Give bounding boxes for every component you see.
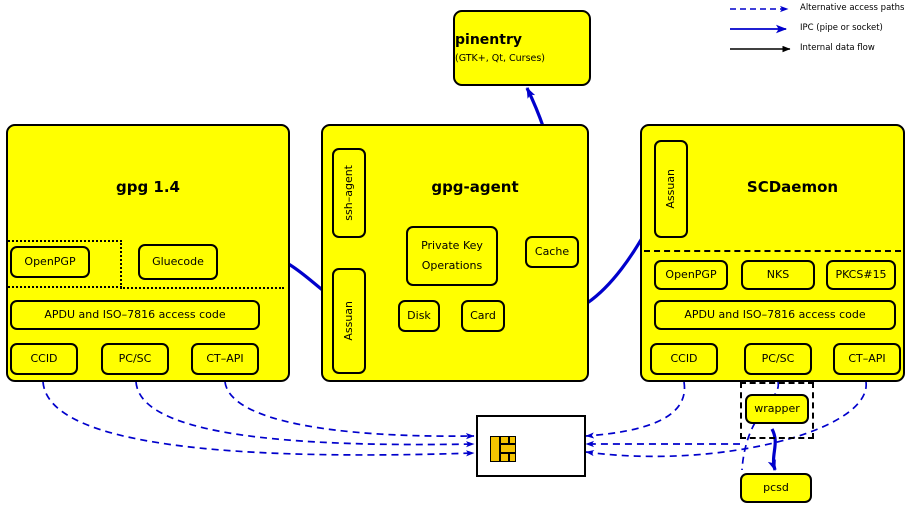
scdaemon-separator <box>644 250 901 252</box>
gpg-agent-title: gpg-agent <box>431 178 519 196</box>
gpg-card-application-region-right-edge <box>120 240 122 288</box>
gpg-agent-cache-label: Cache <box>534 245 570 259</box>
gpg-agent-card-label: Card <box>470 309 496 323</box>
gpg-openpgp-box[interactable]: OpenPGP <box>10 246 90 278</box>
pcsd-box[interactable]: pcsd <box>740 473 812 503</box>
scdaemon-apdu-box[interactable]: APDU and ISO–7816 access code <box>654 300 896 330</box>
scdaemon-app-openpgp-label: OpenPGP <box>665 268 717 282</box>
wrapper-box[interactable]: wrapper <box>745 394 809 424</box>
scdaemon-assuan-box[interactable]: Assuan <box>654 140 688 238</box>
gpg-card-application-region-top-extension <box>8 240 122 242</box>
alt-path-scd-ctapi-to-card <box>585 381 867 458</box>
alt-path-gpg-pcsc-to-card <box>135 381 475 448</box>
gpg-driver-pcsc[interactable]: PC/SC <box>101 343 169 375</box>
private-key-operations-box[interactable]: Private Key Operations <box>406 226 498 286</box>
gpg-title: gpg 1.4 <box>115 178 180 196</box>
scdaemon-app-nks-label: NKS <box>766 268 790 282</box>
gpg-driver-ccid[interactable]: CCID <box>10 343 78 375</box>
gpg-apdu-box[interactable]: APDU and ISO–7816 access code <box>10 300 260 330</box>
gpg-agent-ssh-agent-label: ssh–agent <box>342 165 356 221</box>
smartcard-chip-icon <box>490 436 516 462</box>
scdaemon-assuan-label: Assuan <box>664 169 678 209</box>
gpg-agent-cache-box[interactable]: Cache <box>525 236 579 268</box>
scdaemon-title: SCDaemon <box>746 178 839 196</box>
gpg-driver-ctapi-label: CT–API <box>206 352 244 366</box>
gpg-agent-assuan-label: Assuan <box>342 301 356 341</box>
wrapper-label: wrapper <box>754 402 800 416</box>
gpg-agent-disk-label: Disk <box>407 309 431 323</box>
scdaemon-driver-ctapi-label: CT–API <box>848 352 886 366</box>
private-key-operations-line2: Operations <box>421 259 483 272</box>
gpg-agent-ssh-agent-box[interactable]: ssh–agent <box>332 148 366 238</box>
gpg-gluecode-label: Gluecode <box>152 255 204 269</box>
gpg-agent-disk-box[interactable]: Disk <box>398 300 440 332</box>
alt-path-gpg-ccid-to-card <box>42 381 475 457</box>
scdaemon-app-pkcs15[interactable]: PKCS#15 <box>826 260 896 290</box>
private-key-operations-line1: Private Key <box>421 239 483 253</box>
wrapper-region <box>740 382 814 439</box>
pinentry-box[interactable]: pinentry (GTK+, Qt, Curses) <box>453 10 591 86</box>
smartcard[interactable] <box>476 415 586 477</box>
pcsd-label: pcsd <box>763 481 789 495</box>
alt-path-scd-ccid-to-card <box>585 381 686 439</box>
gpg-gluecode-box[interactable]: Gluecode <box>138 244 218 280</box>
legend-label-alternative-paths: Alternative access paths <box>800 3 905 13</box>
scdaemon-app-nks[interactable]: NKS <box>741 260 815 290</box>
gpg-agent-assuan-box[interactable]: Assuan <box>332 268 366 374</box>
gpg-driver-ccid-label: CCID <box>30 352 58 366</box>
pinentry-title: pinentry <box>455 32 522 48</box>
gpg-agent-card-box[interactable]: Card <box>461 300 505 332</box>
scdaemon-driver-pcsc-label: PC/SC <box>761 352 795 366</box>
gpg-driver-pcsc-label: PC/SC <box>118 352 152 366</box>
gpg-driver-ctapi[interactable]: CT–API <box>191 343 259 375</box>
gpg-apdu-label: APDU and ISO–7816 access code <box>44 308 226 322</box>
scdaemon-app-openpgp[interactable]: OpenPGP <box>654 260 728 290</box>
scdaemon-app-pkcs15-label: PKCS#15 <box>835 268 887 282</box>
gpg-openpgp-label: OpenPGP <box>24 255 76 269</box>
gpg-card-application-region-bottom-extension <box>120 287 284 289</box>
alt-path-gpg-ctapi-to-card <box>224 381 475 440</box>
legend-label-internal-data-flow: Internal data flow <box>800 43 875 53</box>
scdaemon-apdu-label: APDU and ISO–7816 access code <box>684 308 866 322</box>
legend-label-ipc: IPC (pipe or socket) <box>800 23 883 33</box>
scdaemon-driver-ccid-label: CCID <box>670 352 698 366</box>
scdaemon-driver-ccid[interactable]: CCID <box>650 343 718 375</box>
scdaemon-driver-pcsc[interactable]: PC/SC <box>744 343 812 375</box>
scdaemon-driver-ctapi[interactable]: CT–API <box>833 343 901 375</box>
pinentry-subtitle: (GTK+, Qt, Curses) <box>455 53 546 64</box>
